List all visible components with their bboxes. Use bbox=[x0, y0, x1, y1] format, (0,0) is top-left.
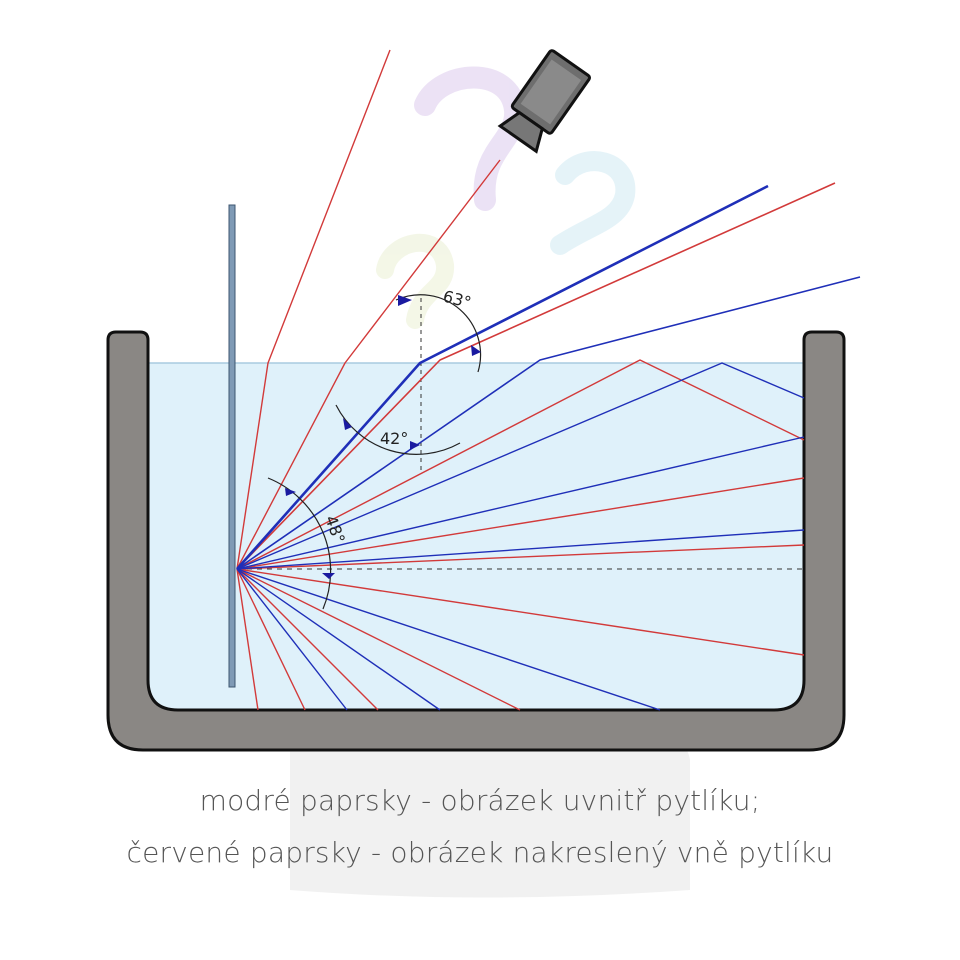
red-ray-10 bbox=[236, 568, 259, 711]
angle-arc-48 bbox=[267, 477, 332, 610]
arrowhead bbox=[343, 418, 352, 430]
arrowhead bbox=[322, 573, 335, 579]
blue-ray-18 bbox=[236, 568, 348, 711]
arrowhead bbox=[285, 488, 296, 496]
arrowhead bbox=[471, 345, 481, 356]
tank bbox=[106, 330, 846, 752]
arrowhead bbox=[410, 441, 420, 450]
caption-line-1: modré paprsky - obrázek uvnitř pytlíku; bbox=[199, 784, 761, 817]
blue-ray-11 bbox=[236, 184, 769, 570]
red-ray-4 bbox=[236, 477, 805, 570]
blue-ray-13 bbox=[236, 362, 805, 570]
red-ray-2 bbox=[236, 182, 836, 570]
red-ray-0 bbox=[236, 49, 391, 570]
blue-ray-17 bbox=[236, 568, 441, 711]
question-mark-icon bbox=[376, 233, 455, 329]
camera-icon bbox=[497, 49, 591, 154]
blue-ray-12 bbox=[236, 276, 861, 570]
blue-ray-16 bbox=[236, 568, 661, 711]
question-mark-icon bbox=[550, 151, 636, 255]
angle-arc-42 bbox=[335, 404, 461, 455]
angle-label-42: 42° bbox=[380, 429, 408, 448]
red-ray-3 bbox=[236, 359, 805, 570]
angle-label-63: 63° bbox=[441, 287, 473, 313]
angle-arrowheads bbox=[285, 295, 481, 579]
red-ray-6 bbox=[236, 568, 805, 656]
arrowhead bbox=[398, 295, 412, 306]
red-ray-1 bbox=[236, 159, 501, 570]
angle-marks bbox=[267, 294, 482, 610]
red-ray-5 bbox=[236, 544, 805, 570]
red-ray-8 bbox=[236, 568, 379, 711]
blue-ray-15 bbox=[236, 529, 805, 570]
water bbox=[148, 363, 804, 710]
blue-ray-14 bbox=[236, 436, 805, 570]
red-ray-9 bbox=[236, 568, 306, 711]
question-mark-icon bbox=[414, 66, 527, 211]
vertical-plate bbox=[228, 204, 236, 688]
caption-line-2: červené paprsky - obrázek nakreslený vně… bbox=[126, 836, 834, 869]
red-ray-7 bbox=[236, 568, 521, 711]
rays bbox=[236, 49, 861, 711]
angle-arc-63 bbox=[395, 294, 482, 373]
